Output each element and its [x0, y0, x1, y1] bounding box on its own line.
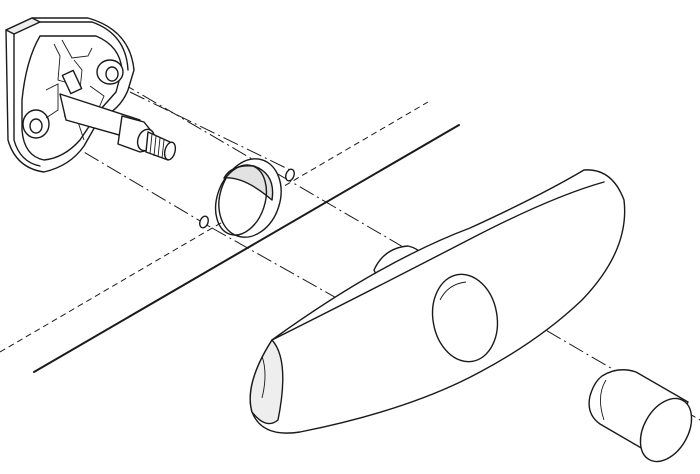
escutcheon-ring: [199, 158, 295, 238]
panel-hidden-edge: [0, 101, 429, 353]
axis-lower-screw-ext: [211, 227, 341, 301]
spindle: [59, 93, 177, 161]
axis-spindle: [119, 81, 700, 421]
panel-edge-line: [33, 124, 460, 373]
end-cap: [588, 369, 693, 463]
t-handle: [249, 169, 626, 434]
lock-housing: [5, 17, 135, 173]
axis-upper-screw: [129, 91, 291, 171]
